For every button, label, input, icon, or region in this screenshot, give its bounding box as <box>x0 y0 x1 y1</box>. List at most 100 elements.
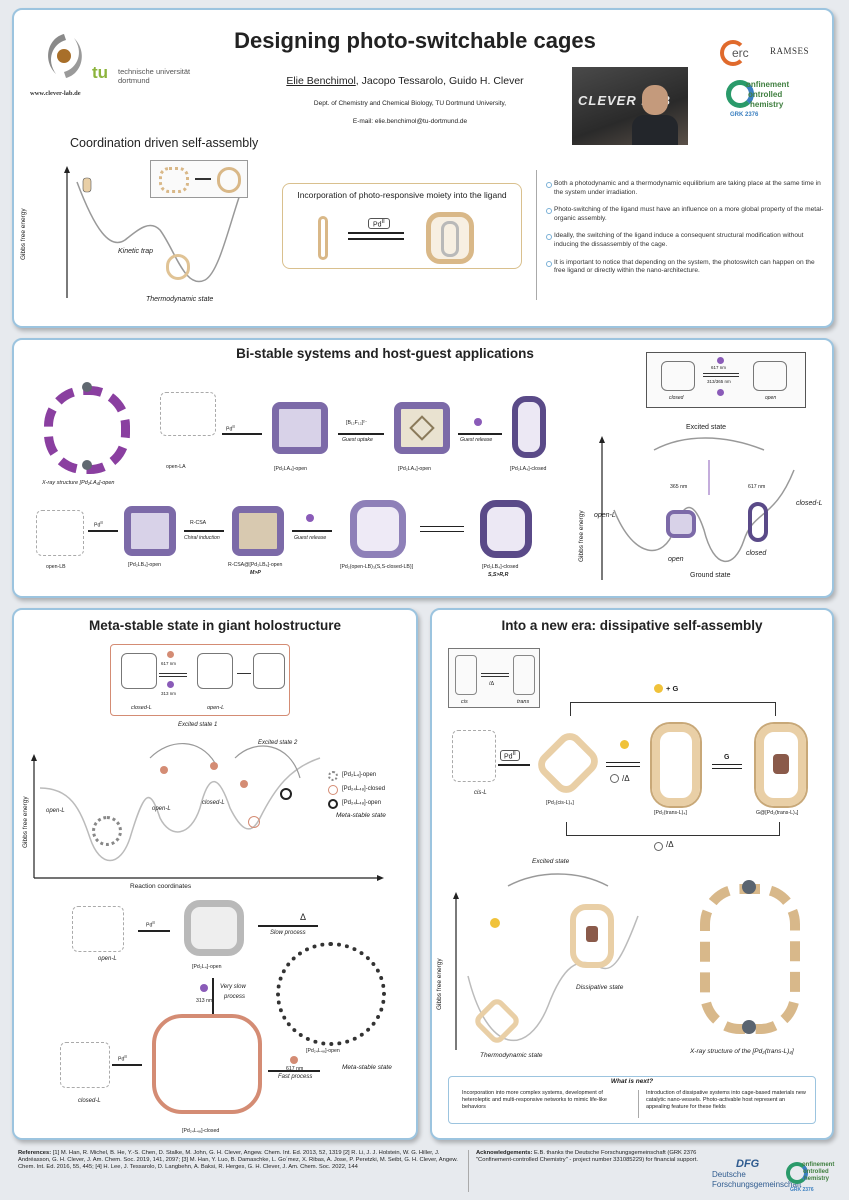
legend-label-1: [Pd₂L₄]-open <box>342 772 377 778</box>
b-down-arrow-icon <box>212 978 214 1018</box>
b-bulb-icon-2 <box>290 1056 298 1064</box>
gfe-label-2: Gibbs free energy <box>578 510 585 562</box>
pd-text: Pd <box>373 221 382 229</box>
guest-uptake-label: Guest uptake <box>342 437 373 443</box>
arrow-4b-icon <box>606 762 640 767</box>
e-open-l-label-2: open-L <box>152 806 171 812</box>
tu-logo-line1: technische universität <box>118 67 191 76</box>
erc-ring-icon <box>720 40 746 66</box>
mp-label: M>P <box>250 570 261 576</box>
b-bulb-icon <box>200 984 208 992</box>
ss-label: S,S>R,R <box>488 572 509 578</box>
b-arrow-4-icon <box>268 1070 320 1072</box>
arrow-2-icon <box>338 433 384 435</box>
references-text: [1] M. Han, R. Michel, B. He, Y.-S. Chen… <box>18 1150 458 1171</box>
b-closed-ligand-icon <box>60 1042 110 1088</box>
pd-cis-label: [Pd₂(cis-L)₄] <box>546 800 574 806</box>
bulb-purple-icon-1 <box>474 418 482 426</box>
cage-la-open-icon <box>272 402 328 454</box>
diss-cage-icon <box>570 904 614 968</box>
energy-diagram-2 <box>599 436 795 580</box>
dissipative-label: Dissipative state <box>576 984 624 991</box>
trans-label: trans <box>517 699 530 705</box>
person-silhouette <box>642 85 668 115</box>
rcsa-cage-label: R-CSA@[Pd₂LB₄]-open <box>228 562 283 568</box>
erc-text: erc <box>732 46 749 60</box>
switch-closed-label: closed <box>669 395 684 401</box>
circle-open-icon <box>280 788 292 800</box>
switch-inset: closed 617 nm 313/365 nm open <box>646 352 806 408</box>
switch-bulb-icon <box>717 357 724 364</box>
inset3-nm617: 617 nm <box>161 661 177 666</box>
energy-diagram-4 <box>453 873 639 1050</box>
acknowledgements: Acknowledgements: E.B. thanks the Deutsc… <box>476 1150 706 1164</box>
switch-arrows-icon <box>703 373 739 377</box>
b-pd-arrow-label-2: PdII <box>118 1054 127 1063</box>
website-link[interactable]: www.clever-lab.de <box>30 90 81 97</box>
inset4-arrows-icon <box>481 673 509 677</box>
inset3-arrow-icon <box>237 673 251 674</box>
assembly-inset <box>150 160 248 198</box>
cage-lb-open-icon <box>124 506 176 556</box>
circle-closed-icon <box>248 816 260 828</box>
switch-nm2: 313/365 nm <box>707 379 731 384</box>
bulb-yellow-top <box>654 684 663 693</box>
nm365-label: 365 nm <box>670 484 688 490</box>
b-arrow-3-icon <box>112 1064 142 1066</box>
legend-row-1: [Pd₂L₄]-open <box>328 770 418 784</box>
header-panel <box>12 8 834 328</box>
email[interactable]: E-mail: elie.benchimol@tu-dortmund.de <box>352 118 468 125</box>
closed-label-2: closed <box>746 550 767 557</box>
inset3-closed-label: closed-L <box>131 705 152 711</box>
closed-molecule-icon <box>661 361 695 391</box>
b-nm617-label: 617 nm <box>286 1066 304 1072</box>
footer-divider <box>468 1150 469 1192</box>
big-open-cage-icon <box>276 942 386 1046</box>
footer-grk-3: hemistry <box>804 1176 830 1182</box>
inset3-bulb-2 <box>167 681 174 688</box>
references-label: References: <box>18 1150 52 1156</box>
reaction-coord-label: Reaction coordinates <box>130 883 192 890</box>
next-left: Incorporation into more complex systems,… <box>462 1090 607 1110</box>
pd-trans-label: [Pd₂(trans-L)₄] <box>654 810 687 816</box>
inset3-open-label: open-L <box>207 705 225 711</box>
footer-grk-logo: onfinement ontrolled hemistry GRK 2376 <box>786 1160 842 1198</box>
photo-cage-icon <box>426 212 474 264</box>
grk-line2: ontrolled <box>748 90 783 99</box>
reverse-arrow-icon <box>348 238 404 240</box>
cage-open-energy-icon <box>666 510 696 538</box>
open-l-molecule-icon-2 <box>253 653 285 689</box>
ligand-lb-icon <box>36 510 84 556</box>
ligand-la-icon <box>160 392 216 436</box>
guest-hexagon-icon <box>773 754 789 774</box>
arrow-4c-icon <box>712 764 742 769</box>
bracket-bottom-icon <box>566 822 780 836</box>
references: References: [1] M. Han, R. Michel, B. He… <box>18 1150 463 1172</box>
open-molecule-icon <box>753 361 787 391</box>
closed-l-molecule-icon <box>121 653 157 689</box>
thermo-state-label: Thermodynamic state <box>146 296 214 303</box>
incorporation-title: Incorporation of photo-responsive moiety… <box>297 190 507 200</box>
pd-la-open-label: [Pd₂LA₄]-open <box>274 466 307 472</box>
next-divider <box>638 1090 639 1118</box>
pd-arrow-label-2: PdII <box>94 520 103 529</box>
trans-cage-icon <box>652 724 700 806</box>
section3-title: Meta-stable state in giant holostructure <box>88 618 342 633</box>
xray4-label: X-ray structure of the [Pd₂(trans-L)₄] <box>690 1048 794 1055</box>
bullet-3: Ideally, the switching of the ligand ind… <box>546 232 826 249</box>
section4-title: Into a new era: dissipative self-assembl… <box>501 618 763 633</box>
bulb-outline-bottom <box>654 842 663 851</box>
legend-marker-3 <box>328 799 338 809</box>
co-authors: , Jacopo Tessarolo, Guido H. Clever <box>355 75 524 87</box>
xray-structure-4 <box>680 870 826 1042</box>
legend-label-3: [Pd₂₄L₄₈]-open <box>342 800 382 806</box>
switch-inset-3: closed-L 617 nm 313 nm open-L <box>110 644 290 716</box>
bullet-4: It is important to notice that depending… <box>546 259 826 276</box>
section2-title: Bi-stable systems and host-guest applica… <box>236 346 534 361</box>
forward-arrow-icon <box>348 232 404 234</box>
cage-closed-energy-icon <box>748 502 768 542</box>
big-closed-cage-icon <box>152 1014 262 1114</box>
excited-state-label-2: Excited state <box>686 424 727 431</box>
pd-lb-closed-label: [Pd₂LB₄]-closed <box>482 564 519 570</box>
portrait-photo: CLEVER LAB <box>572 67 688 145</box>
